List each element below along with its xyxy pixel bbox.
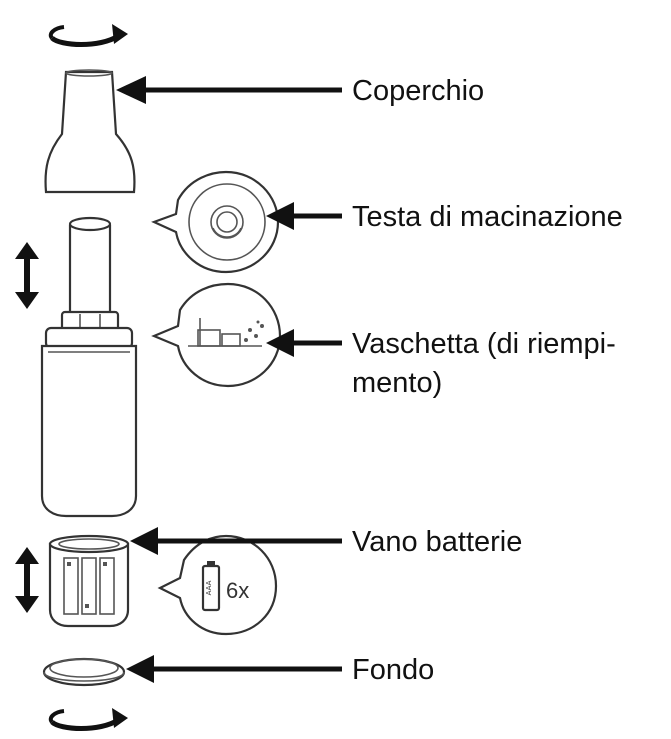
container-callout (151, 282, 282, 388)
lid-part (44, 69, 136, 194)
pointer-arrow-icon-battery-compartment (130, 527, 342, 555)
battery-cell-label: AAA (205, 580, 213, 595)
battery-count-label: 6x (226, 578, 249, 603)
double-vertical-arrow-icon-lower (15, 547, 39, 613)
grinder-body-part (40, 216, 138, 518)
pointer-arrow-icon-container (266, 329, 342, 357)
battery-callout: AAA 6x (157, 534, 278, 636)
rotate-arrow-icon-bottom (48, 708, 128, 731)
battery-icon: AAA (201, 561, 221, 612)
grinding-head-callout (151, 170, 280, 274)
battery-compartment-part (48, 534, 130, 628)
pointer-arrow-icon-grinding-head (266, 202, 342, 230)
container-label-line1: Vaschetta (di riempi- (352, 328, 616, 360)
lid-label: Coperchio (352, 75, 484, 107)
rotate-arrow-icon-top (48, 24, 128, 47)
bottom-label: Fondo (352, 654, 434, 686)
double-vertical-arrow-icon-upper (15, 242, 39, 309)
container-label-line2: mento) (352, 367, 442, 399)
pointer-arrow-icon-bottom (126, 655, 342, 683)
bottom-cap-part (42, 657, 126, 687)
pointer-arrow-icon-lid (116, 76, 342, 104)
grinding-head-label: Testa di macinazione (352, 201, 623, 233)
battery-compartment-label: Vano batterie (352, 526, 522, 558)
